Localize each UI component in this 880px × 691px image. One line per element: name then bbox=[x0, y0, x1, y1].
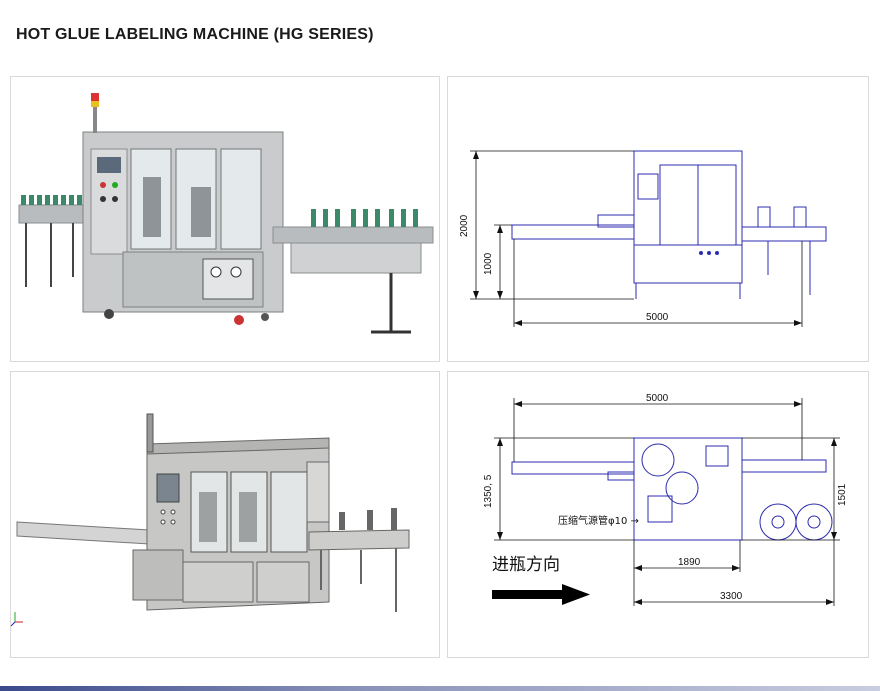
dim-overall: 3300 bbox=[720, 591, 743, 602]
page-title: HOT GLUE LABELING MACHINE (HG SERIES) bbox=[16, 26, 374, 43]
dim-machine: 1890 bbox=[678, 557, 701, 568]
machine-3d-render bbox=[11, 413, 410, 627]
side-view-drawing-panel: 2000 1000 5000 bbox=[447, 76, 869, 362]
top-view-drawing-panel: 5000 1350, 5 1501 压缩气源管φ10 → 1890 3300 进… bbox=[447, 371, 869, 658]
dim-width: 1501 bbox=[837, 483, 848, 506]
dim-height-table: 1000 bbox=[483, 252, 494, 275]
machine-3d-render-panel bbox=[10, 371, 440, 658]
top-view-drawing: 5000 1350, 5 1501 压缩气源管φ10 → 1890 3300 进… bbox=[483, 393, 848, 606]
air-supply-note: 压缩气源管φ10 → bbox=[558, 514, 639, 527]
machine-photo-panel bbox=[10, 76, 440, 362]
dim-length-top: 5000 bbox=[646, 393, 669, 404]
machine-photo bbox=[18, 93, 434, 334]
dim-length: 5000 bbox=[646, 312, 669, 323]
dim-depth: 1350, 5 bbox=[483, 474, 494, 508]
side-view-drawing: 2000 1000 5000 bbox=[459, 150, 827, 327]
bottom-accent-bar bbox=[0, 686, 880, 691]
feed-direction-label: 进瓶方向 bbox=[492, 555, 560, 575]
feed-direction-arrow-icon bbox=[492, 584, 590, 605]
dim-height-total: 2000 bbox=[459, 214, 470, 237]
